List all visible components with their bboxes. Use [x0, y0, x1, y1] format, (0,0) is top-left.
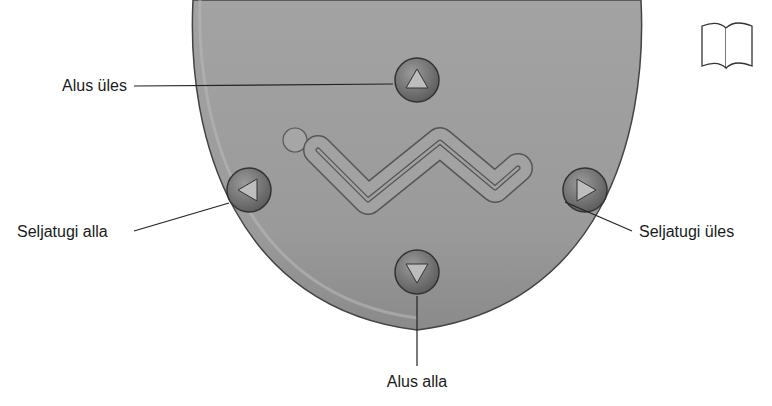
- part-label: Seljatugi üles: [637, 222, 736, 242]
- wave-emblem: [318, 142, 518, 200]
- leader-lines: [134, 84, 632, 366]
- part-label: Alus üles: [60, 76, 129, 96]
- part-label: Seljatugi alla: [15, 222, 110, 242]
- manual-icon: [702, 23, 752, 68]
- control-body: [192, 0, 641, 330]
- buttons: [227, 58, 607, 294]
- part-label: Alus alla: [385, 372, 449, 392]
